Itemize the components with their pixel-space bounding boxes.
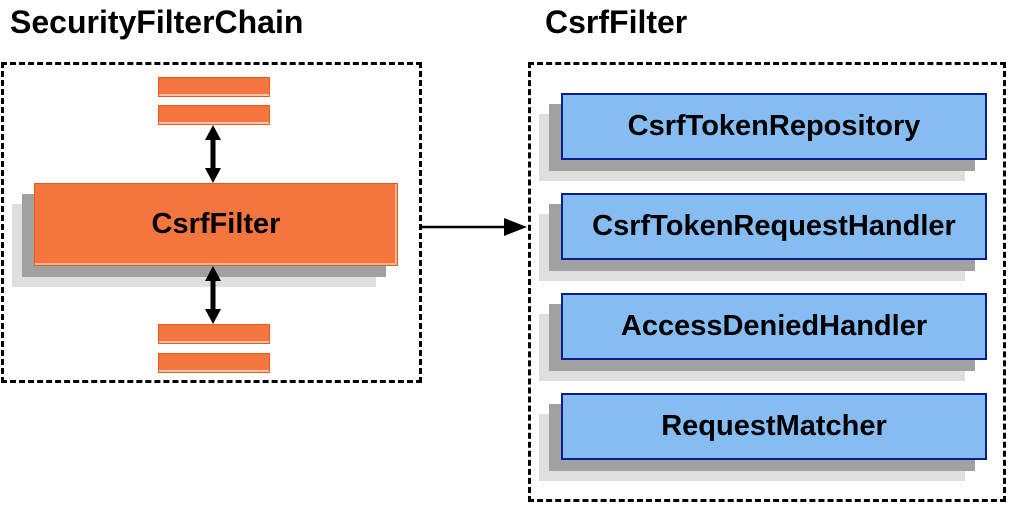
flow-arrow-icon <box>422 218 527 236</box>
right-panel-title: CsrfFilter <box>545 4 688 40</box>
component-box-csrf-token-request-handler: CsrfTokenRequestHandler <box>561 193 987 260</box>
security-filter-chain-panel: CsrfFilter <box>1 62 422 383</box>
csrf-filter-node: CsrfFilter <box>34 183 398 266</box>
filter-placeholder-bar <box>158 353 270 373</box>
left-panel-title: SecurityFilterChain <box>10 4 304 40</box>
component-box-access-denied-handler: AccessDeniedHandler <box>561 293 987 360</box>
csrf-filter-panel: CsrfTokenRepository CsrfTokenRequestHand… <box>528 62 1006 502</box>
component-label: CsrfTokenRepository <box>627 110 921 142</box>
component-box-csrf-token-repository: CsrfTokenRepository <box>561 93 987 160</box>
bidirectional-arrow-icon <box>205 125 221 183</box>
bidirectional-arrow-icon <box>205 266 221 324</box>
component-label: AccessDeniedHandler <box>620 310 928 342</box>
filter-placeholder-bar <box>158 105 270 125</box>
component-box-request-matcher: RequestMatcher <box>561 393 987 460</box>
csrf-filter-node-label: CsrfFilter <box>151 208 281 240</box>
filter-placeholder-bar <box>158 77 270 97</box>
filter-placeholder-bar <box>158 324 270 344</box>
component-label: CsrfTokenRequestHandler <box>592 210 956 242</box>
component-label: RequestMatcher <box>661 410 887 442</box>
